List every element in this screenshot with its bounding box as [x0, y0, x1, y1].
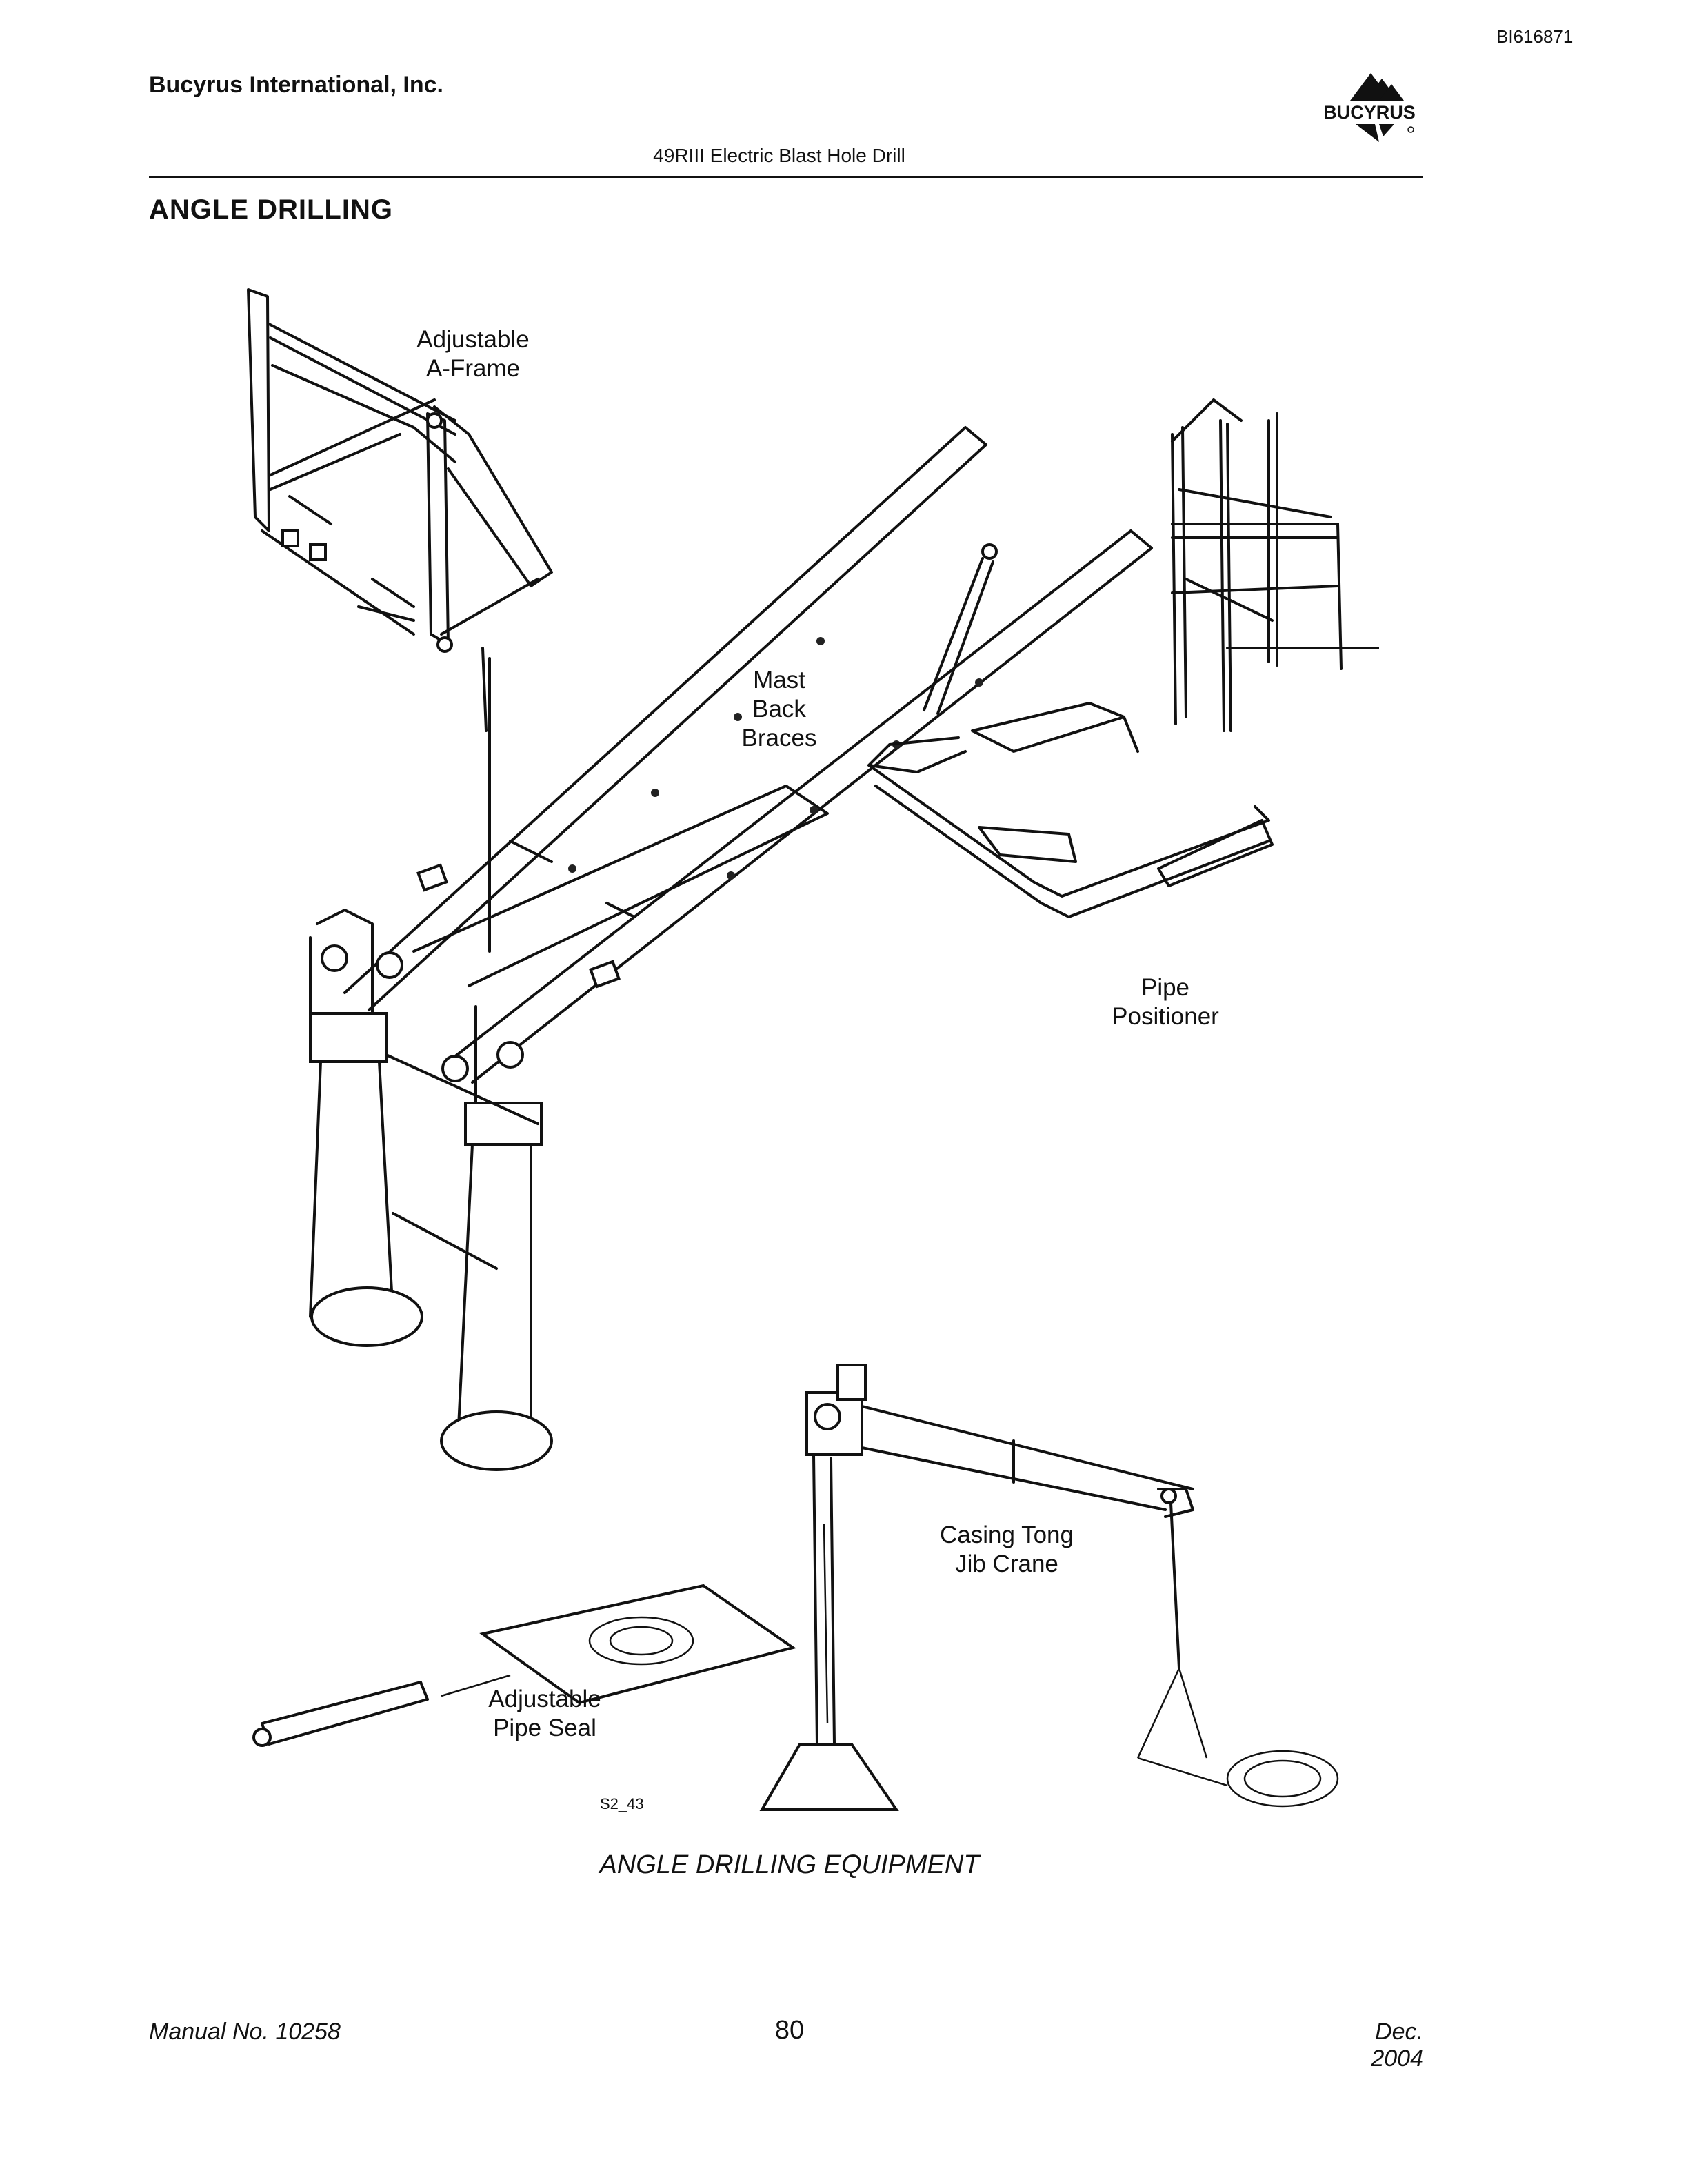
label-line: Back	[752, 696, 806, 722]
svg-text:BUCYRUS: BUCYRUS	[1323, 102, 1416, 123]
document-subtitle: 49RIII Electric Blast Hole Drill	[653, 145, 905, 166]
figure-reference: S2_43	[600, 1795, 644, 1812]
bucyrus-logo: BUCYRUS	[1307, 68, 1431, 149]
label-mast-back-braces: Mast Back Braces	[710, 666, 848, 753]
label-line: A-Frame	[425, 355, 521, 382]
label-line: Mast	[753, 667, 805, 694]
jib-crane-drawing	[759, 1364, 1339, 1811]
document-id: BI616871	[1496, 26, 1574, 47]
label-line: Pipe	[1141, 974, 1190, 1001]
page-number: 80	[774, 2016, 805, 2045]
label-line: Pipe Seal	[493, 1715, 596, 1741]
label-line: Jib Crane	[955, 1550, 1058, 1577]
label-line: Positioner	[1112, 1003, 1219, 1030]
label-line: Adjustable	[416, 326, 530, 353]
angle-drilling-equipment-figure	[207, 262, 1380, 1848]
mast-structure-drawing	[481, 398, 1380, 953]
label-casing-tong-jib-crane: Casing Tong Jib Crane	[910, 1521, 1103, 1579]
pipe-seal-drawing	[252, 1584, 796, 1747]
pipe-positioner-drawing	[867, 543, 1274, 918]
label-pipe-positioner: Pipe Positioner	[1083, 973, 1248, 1031]
label-line: Adjustable	[488, 1686, 601, 1712]
company-name: Bucyrus International, Inc.	[149, 72, 443, 98]
manual-number: Manual No. 10258	[149, 2019, 341, 2045]
label-line: Casing Tong	[940, 1521, 1074, 1548]
label-adjustable-a-frame: Adjustable A-Frame	[390, 325, 556, 383]
publication-date: Dec. 2004	[1371, 2019, 1423, 2072]
label-adjustable-pipe-seal: Adjustable Pipe Seal	[455, 1685, 634, 1743]
a-frame-drawing	[247, 288, 553, 653]
label-line: Braces	[741, 725, 817, 751]
mast-back-braces-drawing	[343, 426, 1153, 1084]
mast-stands-drawing	[308, 909, 553, 1471]
header-rule	[149, 176, 1423, 178]
figure-caption: ANGLE DRILLING EQUIPMENT	[599, 1850, 980, 1879]
section-title: ANGLE DRILLING	[149, 194, 393, 225]
